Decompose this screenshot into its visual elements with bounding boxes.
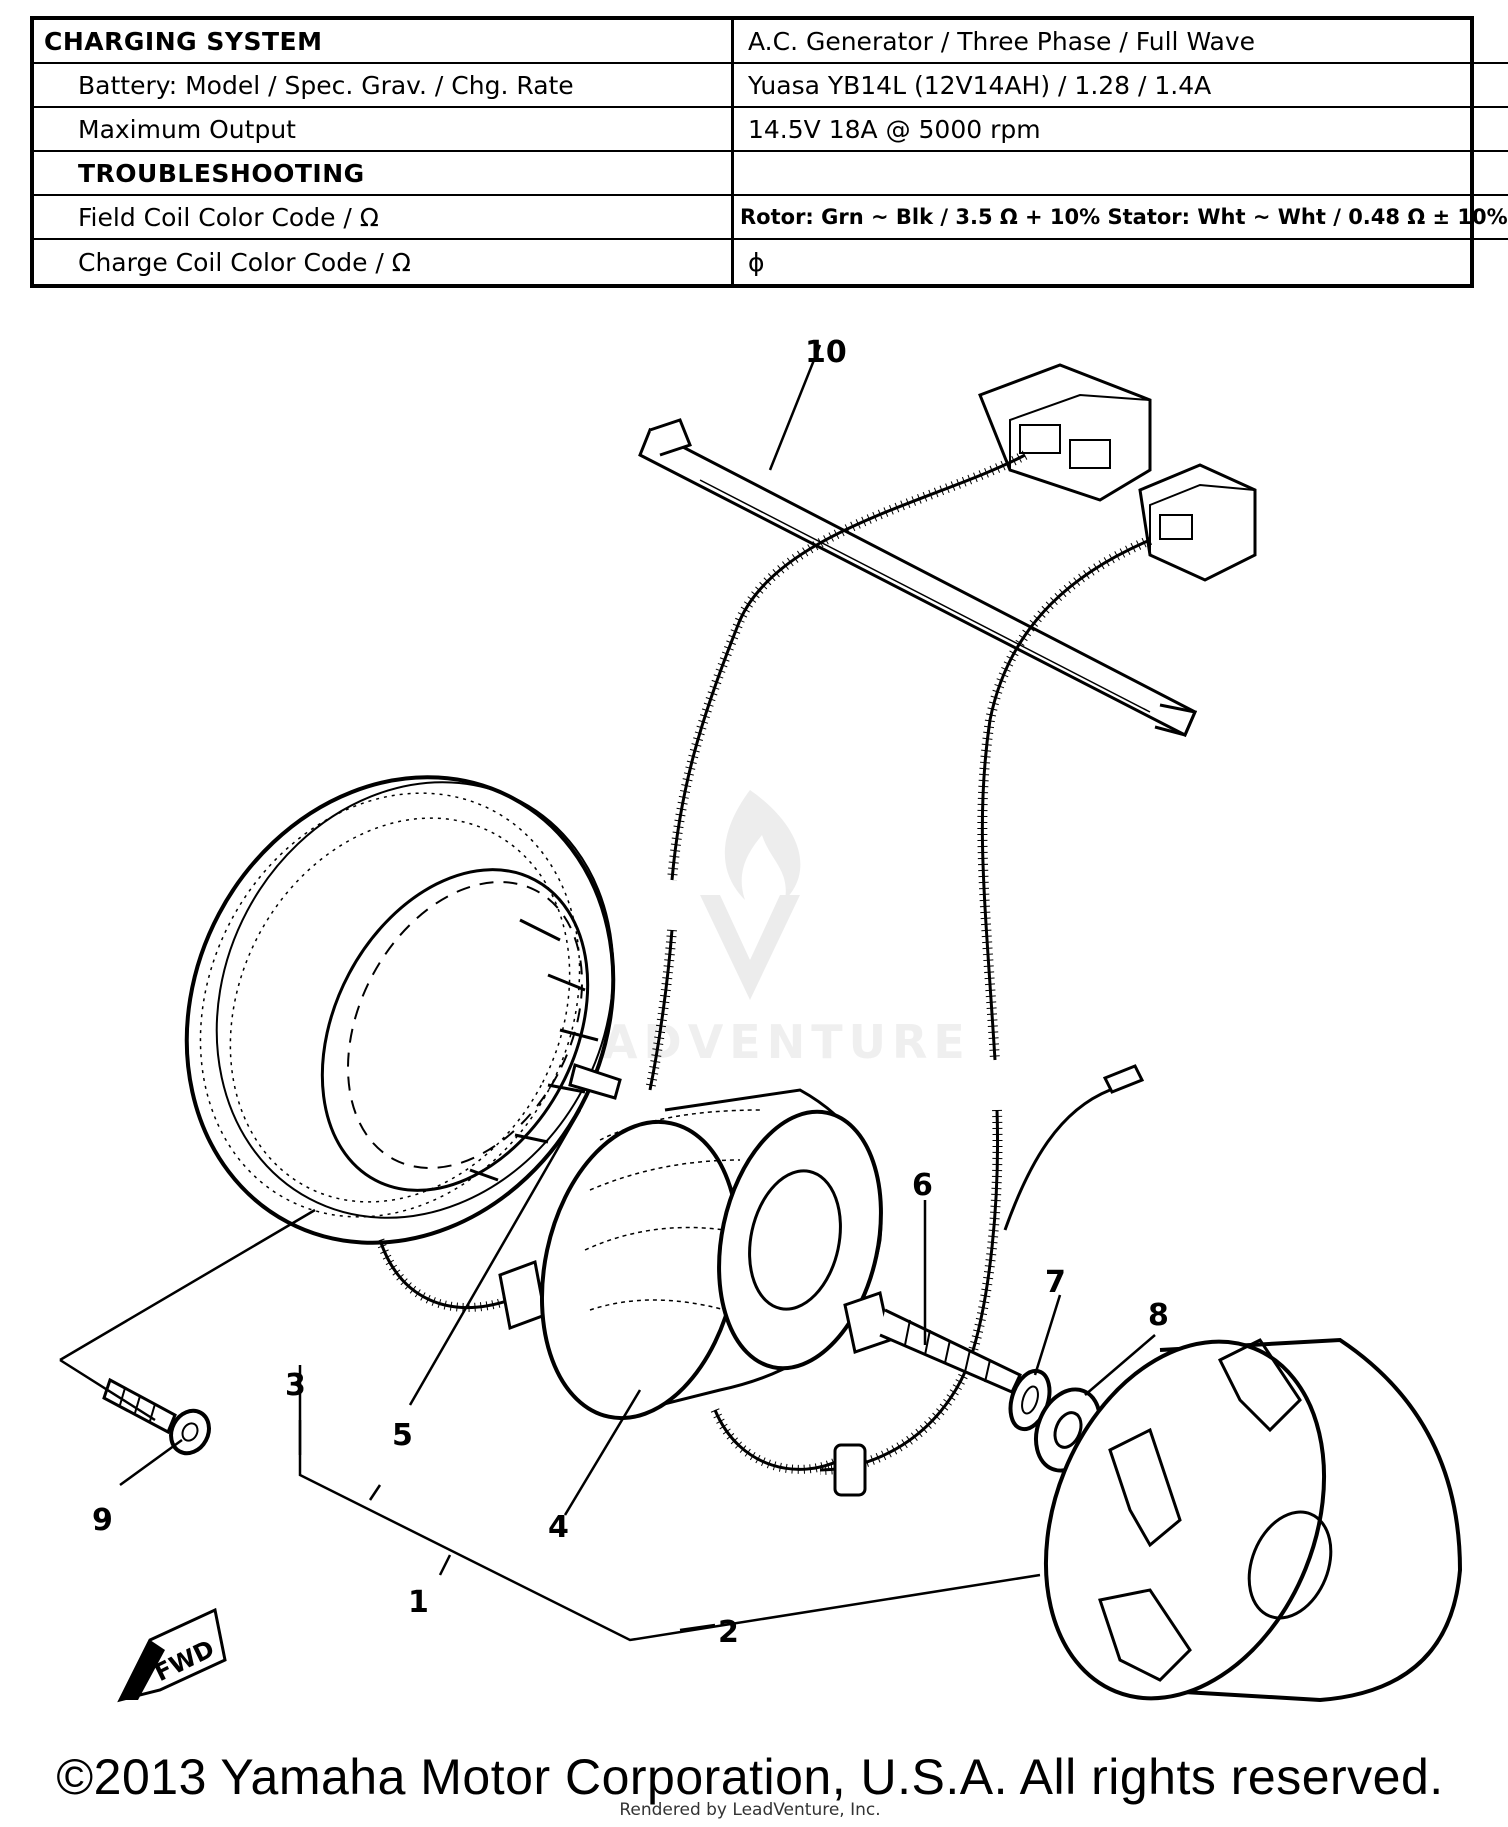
- callout-5: 5: [392, 1418, 413, 1453]
- callout-9: 9: [92, 1503, 113, 1538]
- rendered-by-note: Rendered by LeadVenture, Inc.: [619, 1800, 881, 1820]
- spec-value-charge-coil: ϕ: [748, 247, 765, 277]
- leader-lines: [59, 344, 1156, 1642]
- stator-assembly: [184, 775, 622, 1331]
- rotor-coil: [539, 1088, 883, 1497]
- callout-1: 1: [408, 1585, 429, 1620]
- spec-label-charge-coil: Charge Coil Color Code / Ω: [34, 240, 734, 284]
- spec-value-charging-system: A.C. Generator / Three Phase / Full Wave: [734, 20, 1508, 64]
- spec-label-battery: Battery: Model / Spec. Grav. / Chg. Rate: [34, 64, 734, 108]
- mounting-screw: [102, 1377, 211, 1456]
- callout-numbers: 1 2 3 4 5 6 7 8 9 10: [92, 335, 1169, 1650]
- exploded-parts-diagram: LEADVENTURE: [59, 335, 1463, 1703]
- spec-table: CHARGING SYSTEM A.C. Generator / Three P…: [30, 16, 1508, 288]
- callout-6: 6: [912, 1168, 933, 1203]
- spec-value-maximum-output: 14.5V 18A @ 5000 rpm: [734, 108, 1508, 152]
- spec-label-field-coil: Field Coil Color Code / Ω: [34, 196, 734, 240]
- callout-10: 10: [805, 335, 847, 370]
- callout-7: 7: [1045, 1265, 1066, 1300]
- watermark-v-icon: [700, 895, 800, 1000]
- rotor-bolt: [843, 1291, 1022, 1394]
- wire-harness: [638, 363, 1257, 1475]
- callout-4: 4: [548, 1510, 569, 1545]
- fwd-arrow-icon: FWD: [117, 1607, 227, 1703]
- spec-value-troubleshooting: [734, 152, 1508, 196]
- spec-value-field-coil: Rotor: Grn ~ Blk / 3.5 Ω + 10% Stator: W…: [734, 196, 1508, 240]
- spec-label-maximum-output: Maximum Output: [34, 108, 734, 152]
- callout-3: 3: [285, 1368, 306, 1403]
- callout-2: 2: [718, 1615, 739, 1650]
- copyright-notice: ©2013 Yamaha Motor Corporation, U.S.A. A…: [56, 1749, 1444, 1805]
- spec-value-battery: Yuasa YB14L (12V14AH) / 1.28 / 1.4A: [734, 64, 1508, 108]
- rotor-housing: [1043, 1337, 1463, 1703]
- watermark-flame-icon: [724, 790, 801, 900]
- spec-label-charging-system: CHARGING SYSTEM: [34, 20, 734, 64]
- spec-label-troubleshooting: TROUBLESHOOTING: [34, 152, 734, 196]
- callout-8: 8: [1148, 1298, 1169, 1333]
